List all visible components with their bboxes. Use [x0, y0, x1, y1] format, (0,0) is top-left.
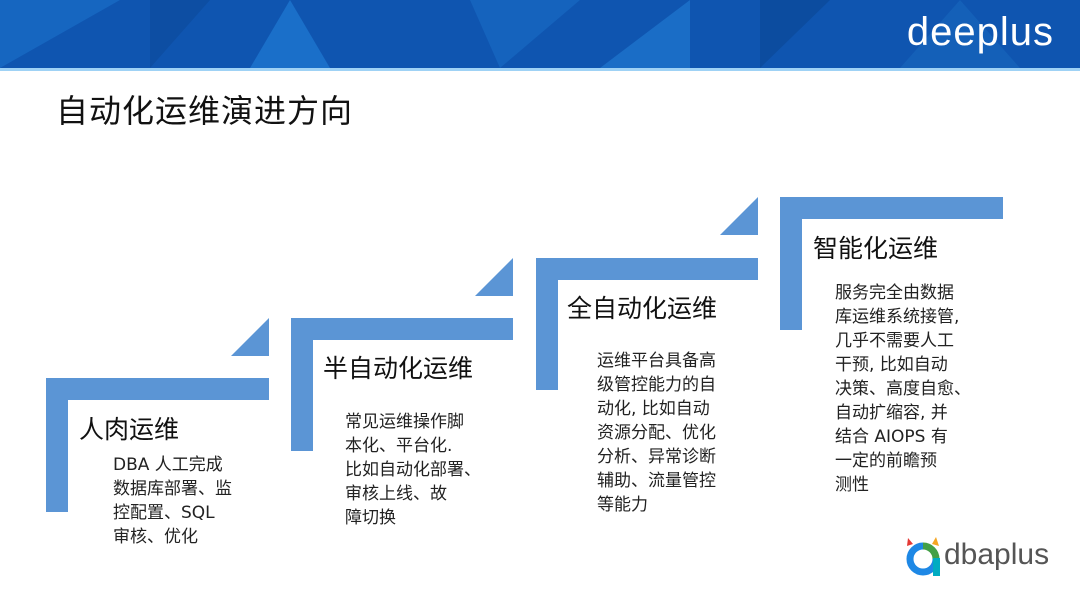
step-bracket-vertical [291, 318, 313, 451]
desc-line: 结合 AIOPS 有 [835, 427, 948, 447]
desc-line: 常见运维操作脚 [345, 412, 464, 432]
desc-line: 干预, 比如自动 [835, 355, 948, 375]
step-bracket-horizontal [780, 197, 1003, 219]
step-bracket-horizontal [536, 258, 758, 280]
step-title: 智能化运维 [813, 234, 939, 263]
desc-line: 动化, 比如自动 [597, 399, 710, 419]
desc-line: 分析、异常诊断 [597, 447, 716, 467]
desc-line: 控配置、SQL [113, 503, 215, 523]
step-arrow-triangle [231, 318, 269, 356]
header-banner: deeplus [0, 0, 1080, 68]
step-description: DBA 人工完成 数据库部署、监 控配置、SQL 审核、优化 [113, 453, 232, 549]
banner-decoration [0, 0, 120, 68]
step-description: 常见运维操作脚 本化、平台化. 比如自动化部署、 审核上线、故 障切换 [345, 410, 481, 530]
desc-line: 级管控能力的自 [597, 375, 716, 395]
desc-line: 自动扩缩容, 并 [835, 403, 948, 423]
banner-decoration [600, 0, 690, 68]
step-title: 半自动化运维 [323, 354, 474, 383]
step-bracket-vertical [46, 378, 68, 512]
desc-line: 本化、平台化. [345, 436, 453, 456]
deeplus-logo: deeplus [906, 10, 1054, 54]
step-description: 服务完全由数据 库运维系统接管, 几乎不需要人工 干预, 比如自动 决策、高度自… [835, 281, 971, 497]
slide-title: 自动化运维演进方向 [56, 92, 354, 130]
desc-line: 几乎不需要人工 [835, 331, 954, 351]
banner-decoration [250, 0, 330, 68]
desc-line: 库运维系统接管, [835, 307, 960, 327]
desc-line: 数据库部署、监 [113, 479, 232, 499]
desc-line: 一定的前瞻预 [835, 451, 937, 471]
step-description: 运维平台具备高 级管控能力的自 动化, 比如自动 资源分配、优化 分析、异常诊断… [597, 349, 716, 517]
desc-line: 比如自动化部署、 [345, 460, 481, 480]
desc-line: 服务完全由数据 [835, 283, 954, 303]
banner-decoration [900, 0, 1020, 68]
desc-line: DBA 人工完成 [113, 455, 223, 475]
step-bracket-horizontal [291, 318, 513, 340]
banner-decoration [760, 0, 830, 68]
dbaplus-logo-text: dbaplus [944, 538, 1050, 571]
step-bracket-vertical [780, 197, 802, 330]
banner-decoration [150, 0, 210, 68]
desc-line: 资源分配、优化 [597, 423, 716, 443]
dbaplus-logo: dbaplus [904, 534, 1064, 584]
step-title: 人肉运维 [79, 415, 180, 444]
dbaplus-mark-icon [906, 537, 940, 576]
step-bracket-horizontal [46, 378, 269, 400]
desc-line: 审核上线、故 [345, 484, 447, 504]
desc-line: 测性 [835, 475, 869, 495]
desc-line: 审核、优化 [113, 527, 198, 547]
desc-line: 辅助、流量管控 [597, 471, 716, 491]
desc-line: 等能力 [597, 495, 648, 515]
step-arrow-triangle [720, 197, 758, 235]
header-accent-line [0, 68, 1080, 71]
desc-line: 障切换 [345, 508, 396, 528]
banner-decoration [470, 0, 580, 68]
desc-line: 运维平台具备高 [597, 351, 716, 371]
step-bracket-vertical [536, 258, 558, 390]
step-arrow-triangle [475, 258, 513, 296]
desc-line: 决策、高度自愈、 [835, 379, 971, 399]
step-title: 全自动化运维 [567, 294, 718, 323]
